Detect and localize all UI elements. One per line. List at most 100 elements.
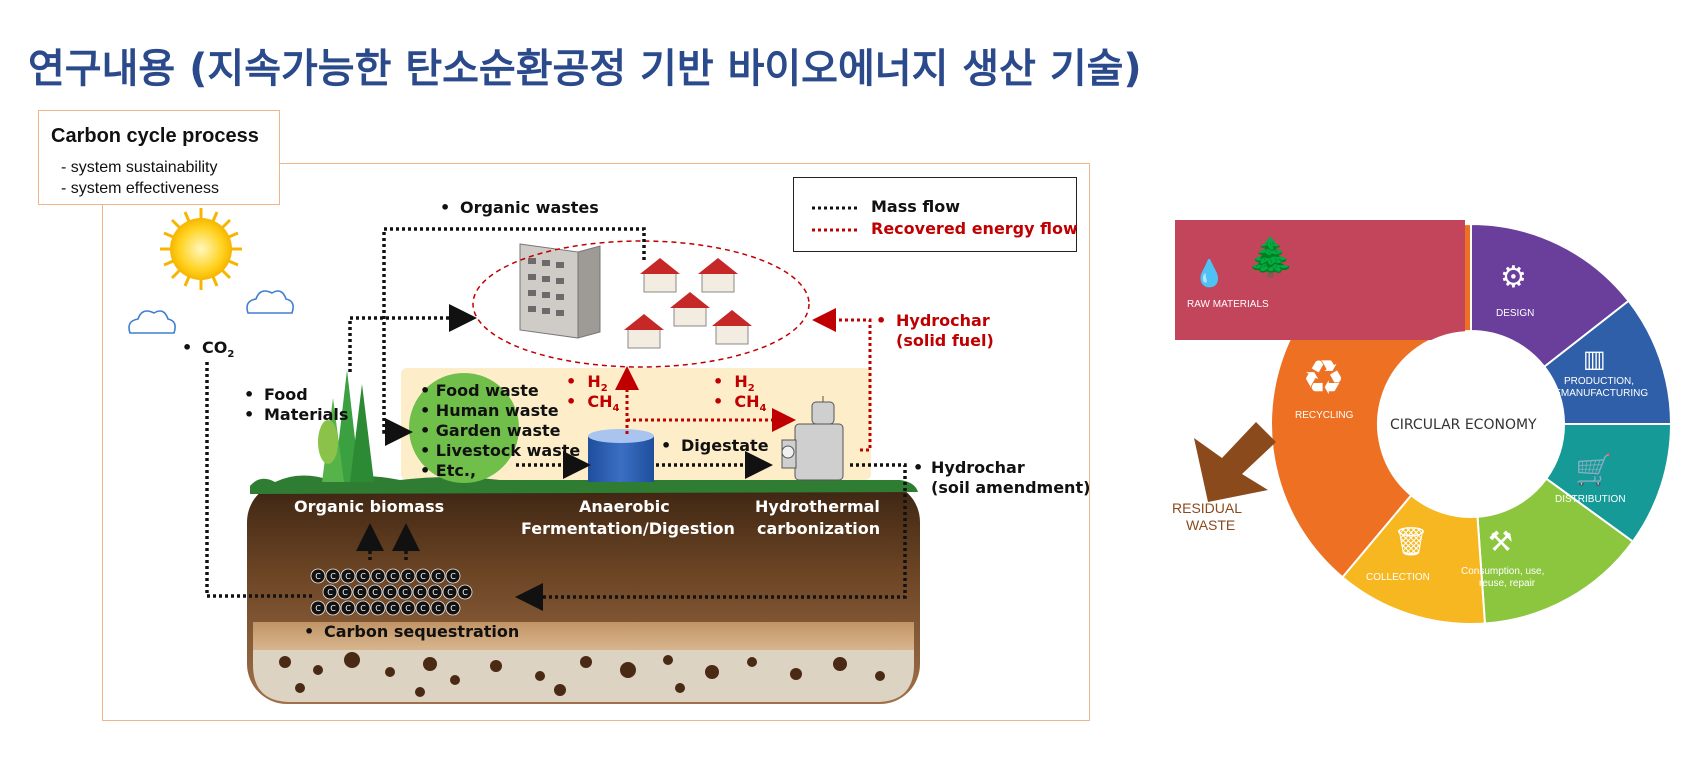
carbon-box-line2: - system effectiveness: [61, 180, 219, 197]
carbon-atom-label: C: [447, 588, 453, 597]
carbon-atom: [325, 600, 341, 616]
gear-icon: ⚙: [1500, 261, 1527, 294]
carbon-atom: [382, 584, 398, 600]
reactor-icon: [781, 396, 844, 481]
carbon-atom-label: C: [360, 604, 366, 613]
label-h2-right: • H2: [713, 372, 755, 395]
carbon-atom-label: C: [345, 604, 351, 613]
carbon-atom: [415, 568, 431, 584]
feedstock-circle: [409, 373, 519, 483]
carbon-atom: [325, 568, 341, 584]
carbon-atom-label: C: [375, 572, 381, 581]
carbon-box-heading: Carbon cycle process: [51, 125, 259, 147]
tree-icon: [318, 370, 374, 482]
legend-box: [793, 177, 1077, 252]
feed-item: • Garden waste: [420, 421, 561, 440]
label-h2-left: • H2: [566, 372, 608, 395]
label-digestate: Digestate: [681, 436, 769, 455]
bullet: •: [244, 385, 255, 404]
tree-icon: 🌲: [1247, 237, 1295, 279]
bullet: •: [661, 436, 672, 455]
bullet: •: [876, 311, 887, 330]
bullet: •: [244, 405, 255, 424]
carbon-atom: [412, 584, 428, 600]
label-carbonization: carbonization: [757, 519, 881, 538]
carbon-atom-label: C: [405, 572, 411, 581]
legend-mass-flow: Mass flow: [871, 197, 960, 216]
carbon-atom-label: C: [420, 572, 426, 581]
carbon-atom-label: C: [330, 604, 336, 613]
house-icon: [624, 258, 752, 349]
bullet: •: [913, 458, 924, 477]
carbon-atom-label: C: [345, 572, 351, 581]
carbon-atom-label: C: [405, 604, 411, 613]
carbon-box-line1: - system sustainability: [61, 159, 218, 176]
carbon-atom: [400, 568, 416, 584]
carbon-atom: [310, 568, 326, 584]
label-ch4-right: • CH4: [713, 392, 767, 415]
feed-item: • Human waste: [420, 401, 559, 420]
factory-icon: ▥: [1583, 346, 1606, 373]
label-organic-biomass: Organic biomass: [294, 497, 445, 516]
label-recycling: RECYCLING: [1295, 410, 1354, 421]
label-carbon-sequestration: Carbon sequestration: [324, 622, 520, 641]
bin-icon: 🗑: [1393, 526, 1429, 557]
carbon-atom-label: C: [450, 604, 456, 613]
recycle-icon: ♻: [1302, 352, 1346, 405]
carbon-atom-label: C: [402, 588, 408, 597]
label-raw-materials: RAW MATERIALS: [1187, 299, 1269, 310]
carbon-atom-label: C: [315, 604, 321, 613]
carbon-atom-label: C: [462, 588, 468, 597]
label-fermentation: Fermentation/Digestion: [521, 519, 735, 538]
sun-icon: [160, 208, 242, 290]
tools-icon: ⚒: [1488, 526, 1514, 557]
label-hydrochar-fuel: Hydrochar: [896, 311, 990, 330]
carbon-atom: [397, 584, 413, 600]
label-soil-amendment: (soil amendment): [931, 478, 1091, 497]
carbon-atom: [370, 568, 386, 584]
diagram-frame: [102, 163, 1090, 721]
label-anaerobic: Anaerobic: [579, 497, 670, 516]
label-waste: WASTE: [1186, 517, 1236, 533]
label-food: Food: [264, 385, 308, 404]
carbon-atom: [445, 600, 461, 616]
carbon-atom: [442, 584, 458, 600]
cloud-icon: [128, 290, 294, 334]
carbon-atom-label: C: [450, 572, 456, 581]
building-icon: [519, 243, 601, 339]
carbon-atom: [322, 584, 338, 600]
label-collection: COLLECTION: [1366, 572, 1430, 583]
raw-materials-block: [1175, 220, 1465, 340]
carbon-atom: [385, 568, 401, 584]
feedstock-list: • Food waste • Human waste • Garden wast…: [420, 381, 580, 481]
carbon-atom: [430, 600, 446, 616]
legend-energy-flow: Recovered energy flow: [871, 219, 1078, 238]
circular-economy-diagram: [1175, 220, 1673, 625]
feed-item: • Etc.,: [420, 461, 477, 480]
bullet: •: [440, 198, 451, 217]
label-production: PRODUCTION,: [1564, 376, 1634, 387]
digester-tank: [588, 429, 654, 482]
carbon-atom: [400, 600, 416, 616]
carbon-atom-label: C: [360, 572, 366, 581]
carbon-atom: [430, 568, 446, 584]
cart-icon: 🛒: [1575, 454, 1613, 487]
carbon-atom-label: C: [372, 588, 378, 597]
label-reuse-repair: reuse, repair: [1479, 578, 1536, 589]
label-organic-wastes: Organic wastes: [460, 198, 599, 217]
carbon-atom-label: C: [357, 588, 363, 597]
label-residual: RESIDUAL: [1172, 500, 1243, 516]
carbon-atom-label: C: [390, 572, 396, 581]
carbon-atom: [370, 600, 386, 616]
carbon-atom: [415, 600, 431, 616]
carbon-cycle-box: Carbon cycle process - system sustainabi…: [38, 110, 280, 205]
carbon-atom: [367, 584, 383, 600]
carbon-atom-label: C: [315, 572, 321, 581]
label-hydrothermal: Hydrothermal: [755, 497, 880, 516]
label-design: DESIGN: [1496, 308, 1535, 319]
residual-waste-arrow: [1194, 422, 1276, 502]
carbon-atom: [355, 568, 371, 584]
carbon-atom: [340, 568, 356, 584]
carbon-atom-label: C: [375, 604, 381, 613]
bullet: •: [304, 622, 315, 641]
